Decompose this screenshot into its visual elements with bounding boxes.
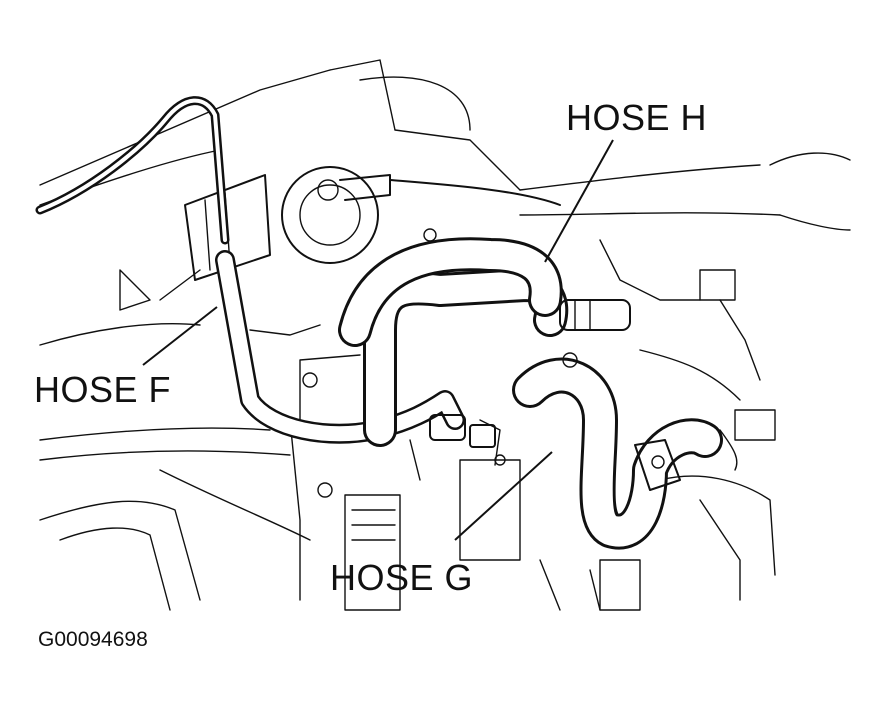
fittings bbox=[302, 228, 578, 498]
label-hose-h: HOSE H bbox=[566, 97, 708, 138]
engine-bay-outline bbox=[39, 59, 851, 611]
round-component bbox=[281, 166, 561, 264]
hose-h bbox=[338, 237, 631, 447]
hose-g bbox=[512, 357, 723, 550]
label-hose-g: HOSE G bbox=[330, 557, 474, 598]
cable bbox=[35, 96, 230, 245]
leader-lines bbox=[142, 139, 614, 541]
figure-id: G00094698 bbox=[38, 628, 148, 651]
label-hose-f: HOSE F bbox=[34, 369, 172, 410]
